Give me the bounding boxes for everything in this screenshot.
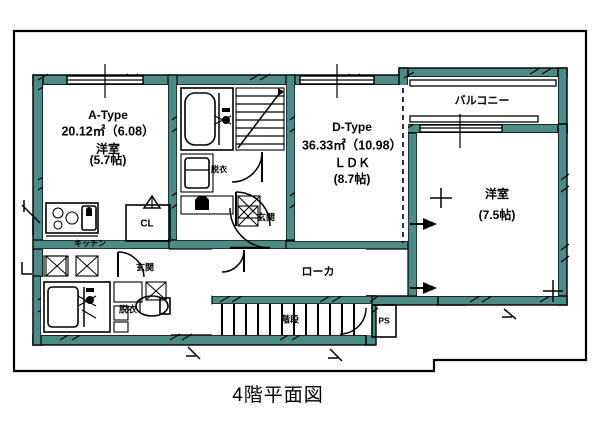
stairs-main [212,304,372,335]
room-a-type-name: 洋室 [96,141,120,156]
entrance-d-label: 玄関 [257,211,275,222]
room-a-type-size: (5.7帖) [90,152,127,167]
sheet-border [12,29,588,373]
pipe-shaft-label: PS [378,315,390,325]
door-arc-upper-block [231,151,271,227]
room-d-type-ldk [295,64,408,243]
room-east-bedroom-size: (7.5帖) [479,207,516,222]
room-east-bedroom-name: 洋室 [485,186,509,201]
dressing-upper-label: 脱衣 [211,164,227,174]
dressing-lower-label: 脱衣 [119,303,137,314]
entrance-a-type [45,251,145,279]
entrance-a-label: 玄関 [136,261,154,272]
entrance-d-type [229,205,271,250]
room-east-bedroom [410,114,563,302]
window-a-type [66,64,144,98]
stairs-label: 階段 [281,313,300,324]
closet-cl-label: CL [140,219,153,230]
window-ldk [299,64,375,98]
hallway-label: ローカ [302,265,335,278]
room-d-type-size: (8.7帖) [334,171,371,186]
door-arc-ps [339,307,367,335]
hallway [212,249,366,296]
room-d-type-area: 36.33㎡（10.98） [302,137,402,152]
room-d-type-name: ＬＤＫ [334,156,370,170]
room-a-type [21,64,168,240]
sheet-title: 4階平面図 [232,384,324,406]
stairs-upper [235,87,285,151]
balcony-label: バルコニー [455,94,510,107]
kitchen-label: キッチン [74,239,106,248]
bath-unit-upper [180,87,234,151]
exterior-marks [21,262,517,362]
room-a-type-area: 20.12㎡（6.08） [61,123,154,138]
balcony [408,77,558,124]
window-east-bedroom [419,114,503,148]
lower-bath-block [41,255,171,335]
room-d-type-title: D-Type [332,120,372,134]
room-a-type-title: A-Type [88,108,128,122]
pipe-shaft [371,304,397,338]
closet-cl [125,194,171,242]
toilet-fixture [135,295,171,317]
upper-service-block: 脱衣 [177,85,286,240]
